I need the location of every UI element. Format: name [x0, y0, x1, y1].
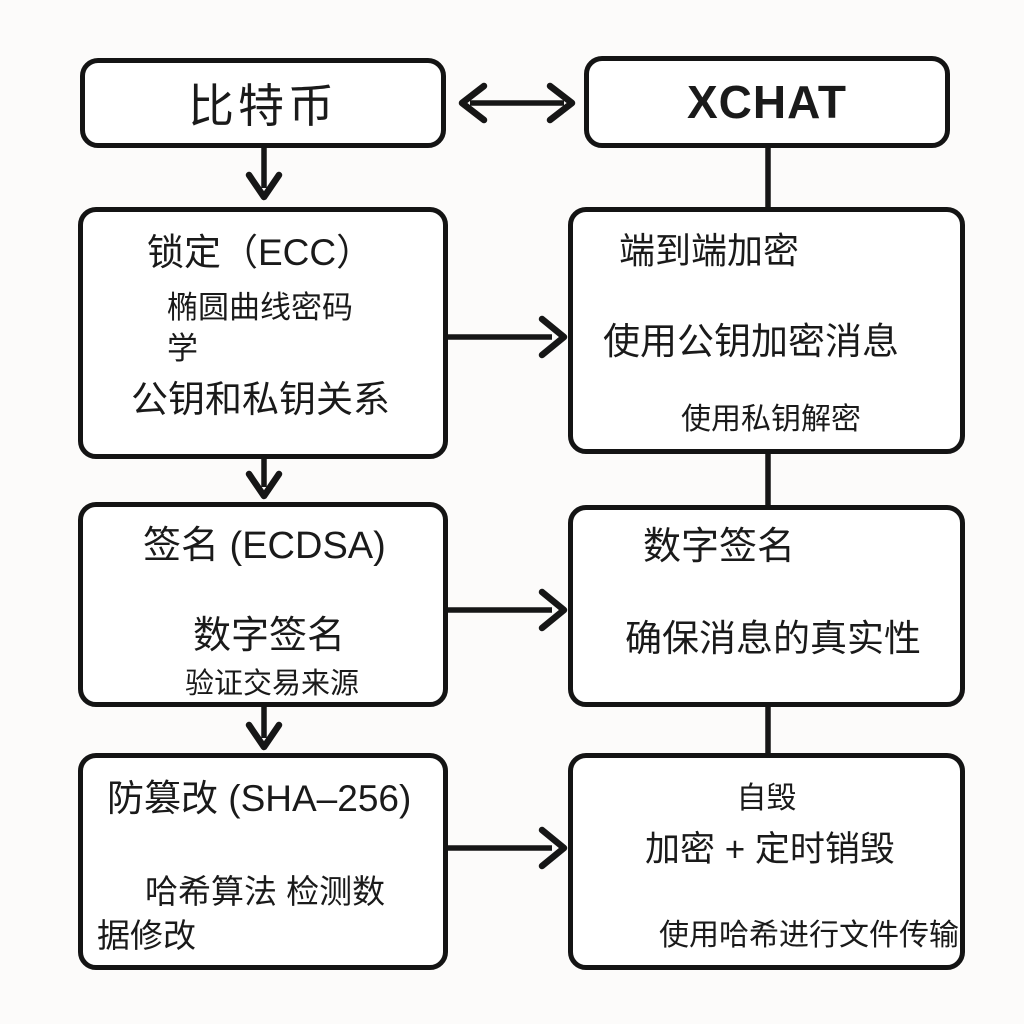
ecc-lock-title: 锁定（ECC）	[147, 232, 374, 273]
connector-ecdsa-digsig-arrow	[447, 588, 568, 632]
xchat-label: XCHAT	[686, 76, 848, 128]
ecdsa-title: 签名 (ECDSA)	[143, 525, 386, 567]
self-destruct-line3: 使用哈希进行文件传输	[659, 919, 959, 953]
e2e-line3: 使用私钥解密	[681, 403, 861, 437]
digital-signature-line2: 确保消息的真实性	[625, 617, 921, 659]
node-ecdsa-signature: 签名 (ECDSA) 数字签名 验证交易来源	[78, 502, 448, 707]
connector-bitcoin-xchat-double-arrow	[458, 82, 576, 124]
node-ecc-lock: 锁定（ECC） 椭圆曲线密码学 公钥和私钥关系	[78, 207, 448, 459]
connector-ecc-e2e-arrow	[447, 315, 568, 359]
ecdsa-line2: 数字签名	[193, 614, 346, 657]
connector-ecdsa-sha-arrow	[245, 706, 283, 751]
ecdsa-line3: 验证交易来源	[185, 668, 360, 700]
self-destruct-title: 自毁	[736, 782, 797, 815]
node-xchat: XCHAT	[584, 56, 950, 148]
node-e2e-encryption: 端到端加密 使用公钥加密消息 使用私钥解密	[568, 207, 965, 454]
ecc-lock-subtitle: 椭圆曲线密码学	[167, 290, 353, 366]
digital-signature-title: 数字签名	[643, 526, 796, 568]
node-digital-signature: 数字签名 确保消息的真实性	[568, 505, 965, 707]
sha256-line2: 哈希算法 检测数据修改	[97, 873, 386, 954]
ecc-lock-note: 公钥和私钥关系	[131, 378, 390, 420]
sha256-title: 防篡改 (SHA–256)	[107, 778, 412, 819]
e2e-title: 端到端加密	[619, 230, 800, 271]
self-destruct-line2: 加密 + 定时销毁	[645, 829, 895, 869]
connector-bitcoin-ecc-arrow	[245, 148, 283, 201]
e2e-line2: 使用公钥加密消息	[603, 321, 899, 362]
node-self-destruct: 自毁 加密 + 定时销毁 使用哈希进行文件传输	[568, 753, 965, 970]
connector-ecc-ecdsa-arrow	[245, 459, 283, 500]
node-sha256-tamper-proof: 防篡改 (SHA–256) 哈希算法 检测数据修改	[78, 753, 448, 970]
bitcoin-label: 比特币	[188, 80, 338, 132]
node-bitcoin: 比特币	[80, 58, 446, 148]
connector-sha-selfdestruct-arrow	[447, 826, 568, 870]
